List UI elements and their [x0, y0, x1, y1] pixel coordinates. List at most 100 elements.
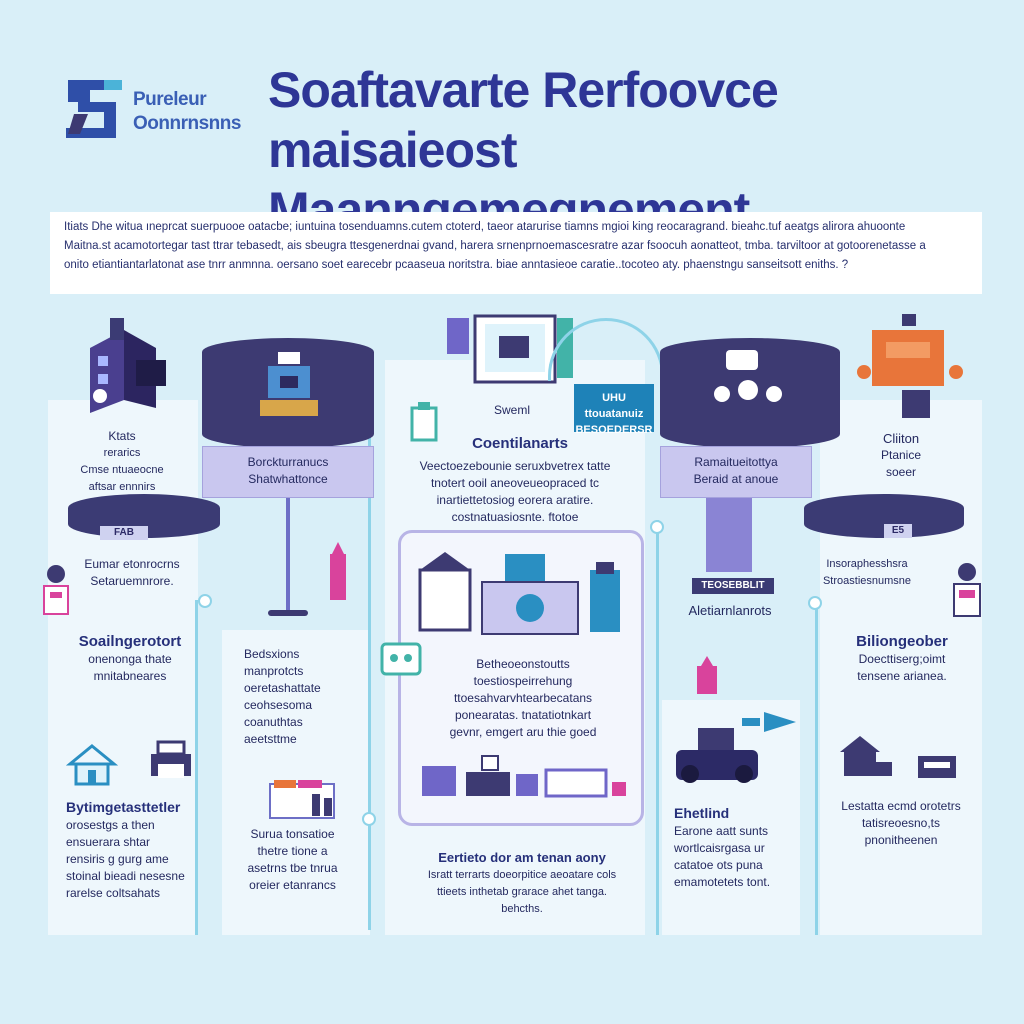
col4-tag: TEOSEBBLIT [692, 578, 774, 594]
bottle-icon [697, 656, 717, 694]
col3-text-line: inartiettetosiog eorera aratire. [436, 493, 594, 507]
monitor-icon [447, 314, 573, 384]
col4-card-line: Beraid at anoue [693, 472, 779, 486]
col3-inner-line: ponearatas. tnatatiotnkart [454, 708, 592, 722]
dashboard-icon [269, 780, 335, 819]
col5-bottom-line: Lestatta ecmd orotetrs [841, 799, 961, 813]
col4-label: Aletiarnlanrots [688, 603, 772, 618]
house-icon [66, 744, 118, 786]
col1-heading: Ktats [108, 429, 136, 443]
col1-section: Soailngerotort onenonga thate mnitabnear… [60, 632, 200, 685]
col4-stem [706, 498, 752, 572]
col2-bottom-line: thetre tione a [257, 844, 328, 858]
col1-panel [48, 400, 198, 935]
connector-node [650, 520, 664, 534]
col4-card: Ramaitueitottya Beraid at anoue [660, 446, 812, 498]
col1-bottom-line: ensuerara shtar [66, 835, 151, 849]
col2-stem-base [268, 610, 308, 616]
intro-line-1: Itiats Dhe witua ıneprcat suerpuooe oata… [64, 221, 906, 233]
col4-bottom-line: emamotetets tont. [674, 875, 771, 889]
logo-text: Pureleur Oonnrnsnns [133, 88, 241, 136]
printer-icon [151, 740, 191, 778]
building-icon [90, 318, 166, 413]
col1-sub-line: Setaruemnrore. [90, 574, 174, 588]
col5-sub: Insoraphesshsra Stroastiesnumsne [812, 556, 922, 590]
flask-icon [410, 402, 438, 442]
col2-card: Borckturranucs Shatwhattonce [202, 446, 374, 498]
col5-bottom-line: tatisreoesno,ts [861, 816, 941, 830]
col1-bottom-line: rensiris g gurg ame [66, 852, 169, 866]
connector-line [195, 600, 198, 935]
col3-bottom-line: Isratt terrarts doeorpitice aeoatare col… [427, 869, 617, 881]
col3-inner-line: gevnr, emgert aru thie goed [449, 725, 597, 739]
col5-sub-line: Insoraphesshsra [826, 558, 908, 570]
connector-node [362, 812, 376, 826]
col1-line: aftsar ennnirs [88, 481, 156, 493]
vehicle-icon [676, 728, 758, 783]
col3-inner-line: toestiospeirrehung [473, 674, 573, 688]
col2-text-line: manprotcts [244, 664, 304, 678]
col4-bottom-line: wortlcaisrgasa ur [674, 841, 765, 855]
col1-line: Cmse ntuaeocne [80, 464, 164, 476]
connector-line [815, 600, 818, 935]
person-icon [953, 563, 981, 617]
intro-line-2: Maitna.st acamotortegar tast ttrar tebas… [64, 240, 926, 252]
devices-icon [422, 755, 626, 798]
bottle-icon [330, 542, 346, 600]
col5-section-line: tensene arianea. [857, 669, 947, 683]
col5-section: Biliongeober Doecttiserg;oimt tensene ar… [832, 632, 972, 685]
people-icon [714, 350, 782, 402]
col3-inner-text: Betheoeonstoutts toestiospeirrehung ttoe… [412, 656, 634, 741]
col3-inner-line: ttoesahvarvhtearbecatans [453, 691, 593, 705]
device-icon [918, 756, 956, 778]
col3-text-line: Veectoezebounie seruxbvetrex tatte [419, 459, 611, 473]
logo-line-1: Pureleur [133, 89, 207, 110]
col2-card-line: Shatwhattonce [248, 472, 328, 486]
col2-bottom: Surua tonsatioe thetre tione a asetrns t… [230, 826, 355, 894]
col1-sub: Eumar etonrocrns Setaruemnrore. [62, 556, 202, 590]
factory-icon [418, 552, 620, 635]
col2-text-line: Bedsxions [244, 647, 300, 661]
col2-text-line: ceohsesoma [244, 698, 313, 712]
col5-bottom-line: pnonitheenen [864, 833, 938, 847]
col4-bottom-line: Earone aatt sunts [674, 824, 769, 838]
col2-text-line: aeetsttme [244, 732, 297, 746]
intro-paragraph: Itiats Dhe witua ıneprcat suerpuooe oata… [50, 212, 982, 294]
col1-bottom-line: orosestgs a then [66, 818, 155, 832]
col2-card-line: Borckturranucs [247, 455, 329, 469]
connector-line [656, 520, 659, 935]
status-sign: UHU ttouatanuiz BESOEDERSR [574, 384, 654, 436]
col4-bottom-heading: Ehetlind [674, 805, 730, 821]
col2-text-line: coanuthtas [244, 715, 303, 729]
col2-text: Bedsxions manprotcts oeretashattate ceoh… [244, 646, 354, 748]
col1-bottom-line: rarelse coltsahats [66, 886, 161, 900]
col2-bottom-line: asetrns tbe tnrua [247, 861, 338, 875]
connector-line [368, 350, 371, 930]
col5-section-heading: Biliongeober [856, 633, 948, 650]
col1-section-line: mnitabneares [93, 669, 167, 683]
robot-arm-icon [857, 314, 963, 418]
col5-heading: Cliiton [882, 431, 920, 446]
robot-icon [380, 642, 422, 676]
col3-bottom-heading: Eertieto dor am tenan aony [438, 850, 606, 865]
col5-tag: E5 [884, 524, 912, 538]
col3-icon-label: Sweml [494, 403, 531, 417]
connector-node [808, 596, 822, 610]
col5-line: Ptanice [880, 448, 922, 462]
col1-tag: FAB [100, 526, 148, 540]
arrow-icon [742, 712, 796, 732]
machine-icon [260, 352, 318, 416]
col1-bottom-heading: Bytimgetasttetler [66, 799, 181, 815]
col5-block: Cliiton Ptanice soeer [856, 430, 946, 481]
connector-node [198, 594, 212, 608]
col1-block: Ktats rerarics Cmse ntuaeocne aftsar enn… [62, 428, 182, 496]
sign-line: UHU ttouatanuiz [584, 392, 644, 420]
col1-bottom-line: stoinal bieadi nesesne [66, 869, 185, 883]
col3-bottom-line: ttieets inthetab grarace ahet tanga. [436, 886, 607, 898]
col3-bottom-line: behcths. [501, 903, 543, 915]
person-icon [43, 565, 69, 615]
col1-section-line: onenonga thate [88, 652, 172, 666]
col4-bottom-line: catatoe ots puna [674, 858, 763, 872]
col1-sub-line: Eumar etonrocrns [84, 557, 180, 571]
col5-sub-line: Stroastiesnumsne [822, 575, 912, 587]
